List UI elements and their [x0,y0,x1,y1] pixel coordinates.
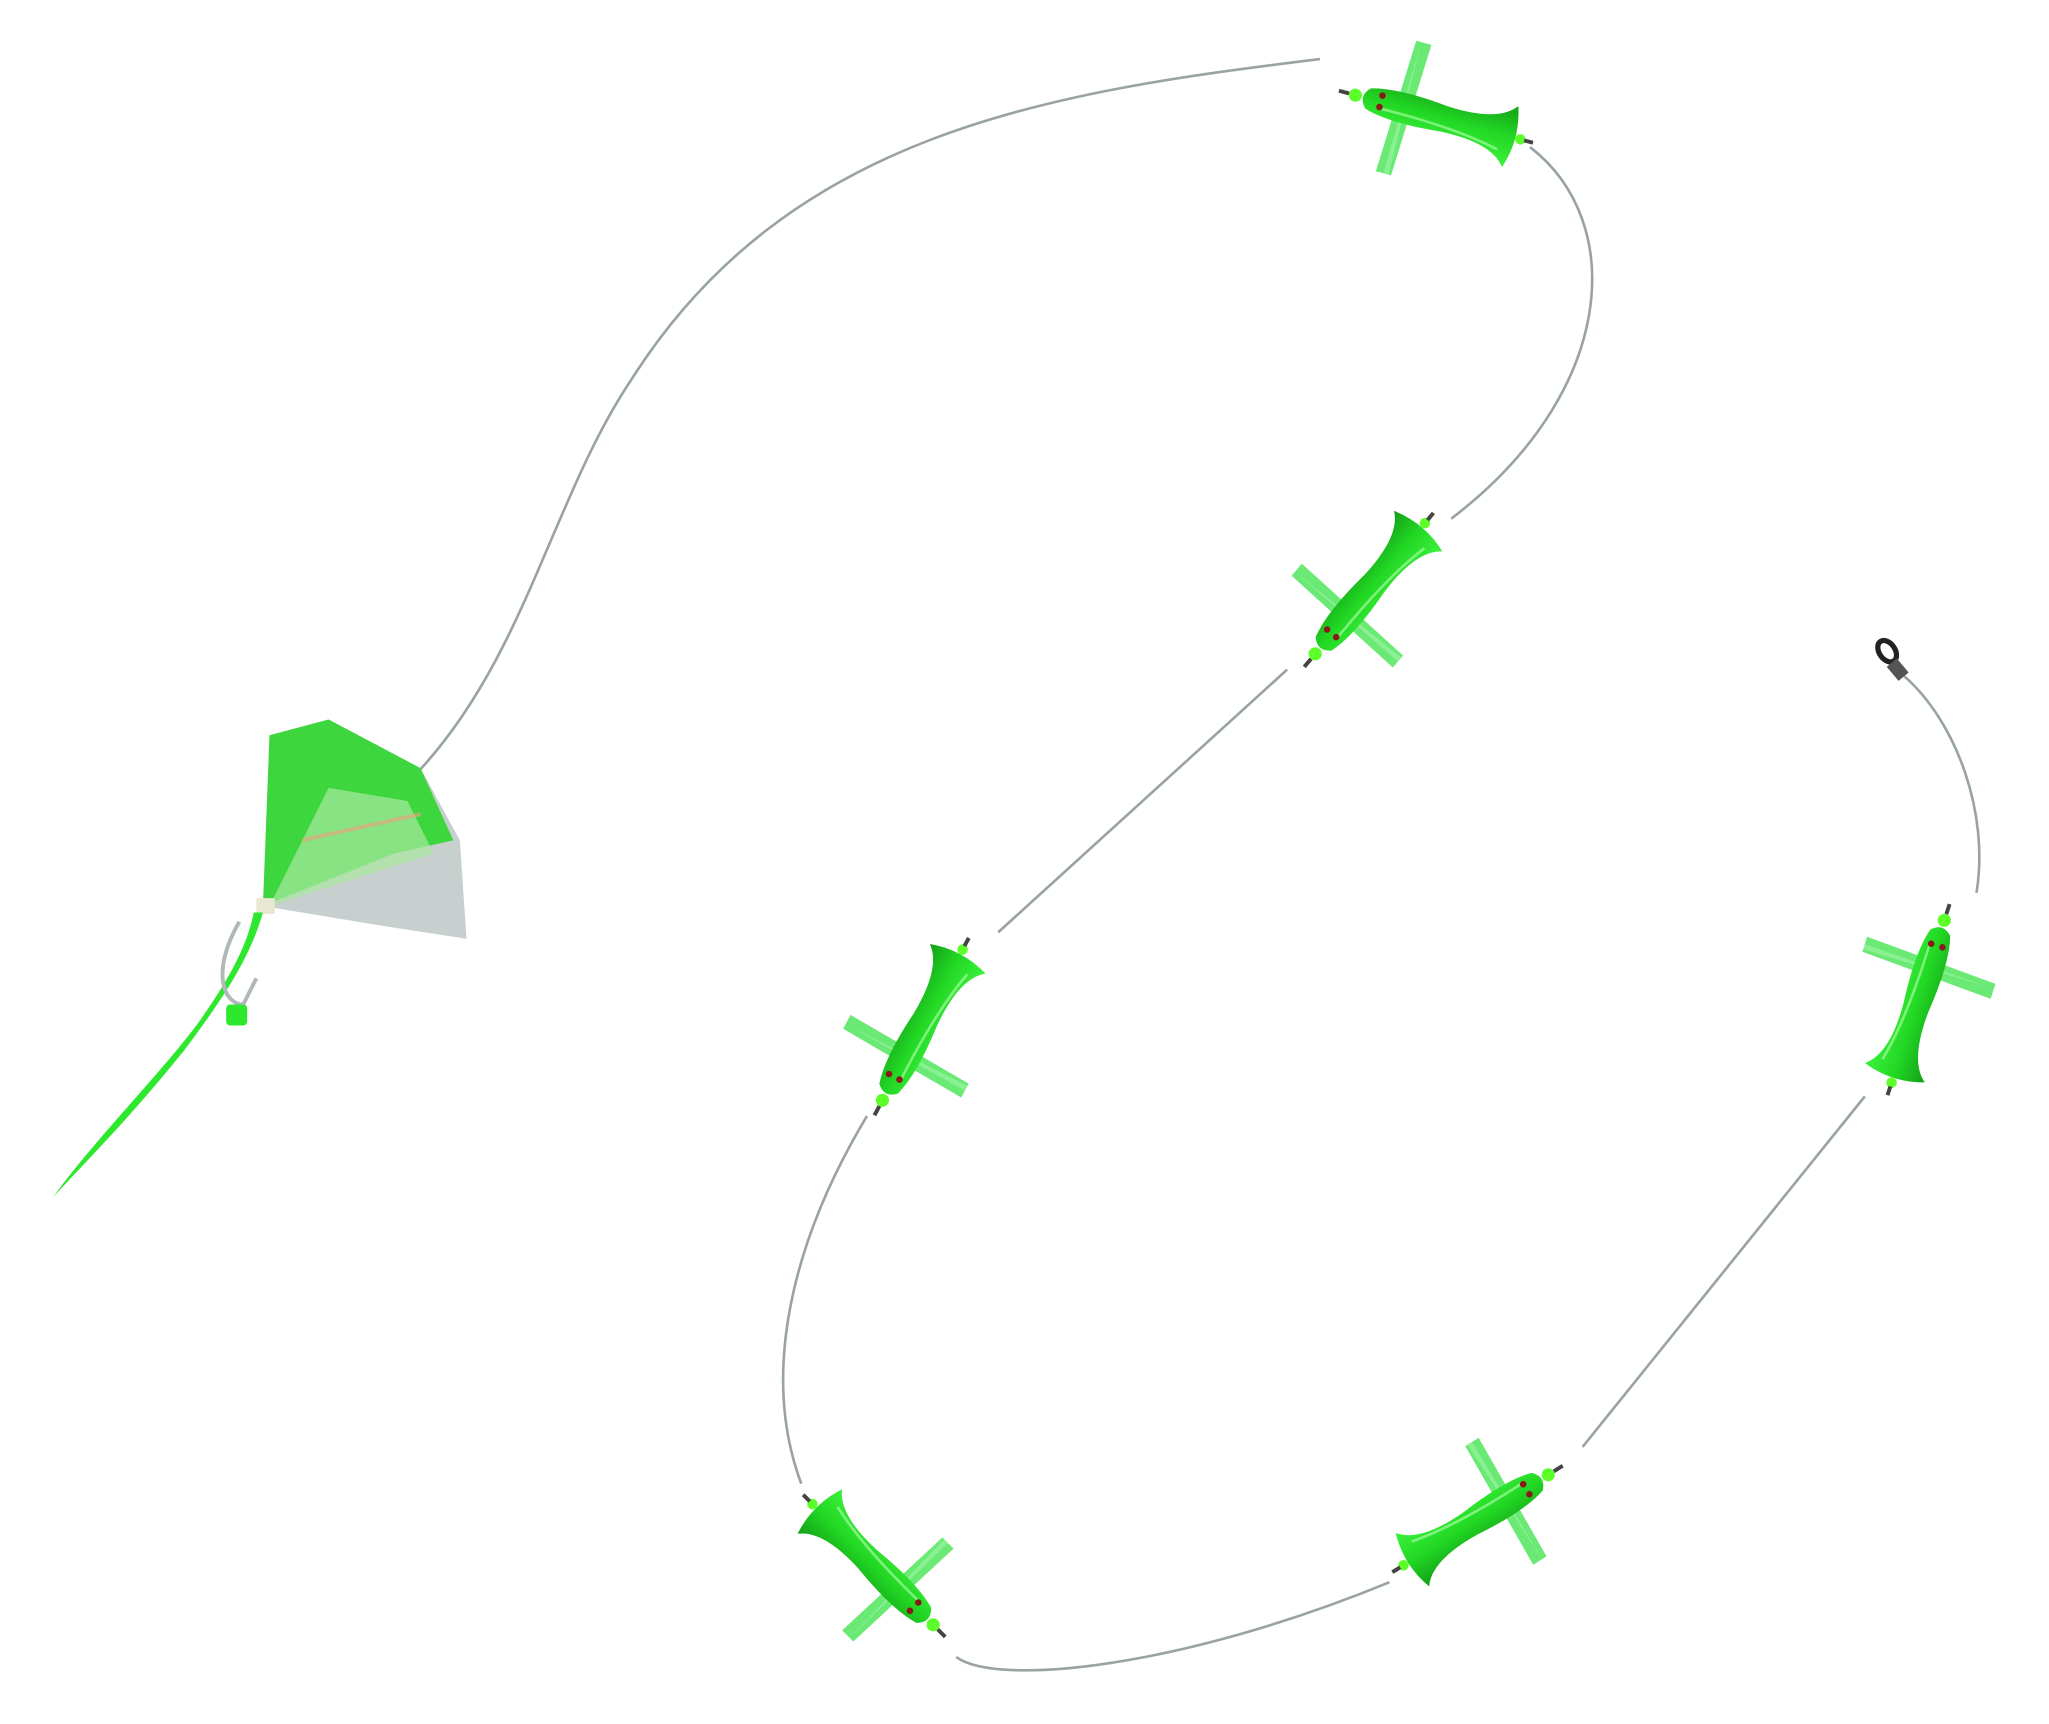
lure-1 [1319,23,1552,210]
hook-icon [220,920,259,1007]
lure-5 [1354,1406,1601,1632]
tassel-skirt [256,719,467,939]
lure-tail [52,912,263,1198]
lure-6 [1821,881,2016,1118]
lure-3 [812,904,1031,1149]
hook-bead [226,1004,248,1026]
lure-4 [753,1445,995,1687]
swivel-icon [1875,637,1909,681]
leader-line [416,57,1981,1672]
lure-2 [1250,467,1488,713]
